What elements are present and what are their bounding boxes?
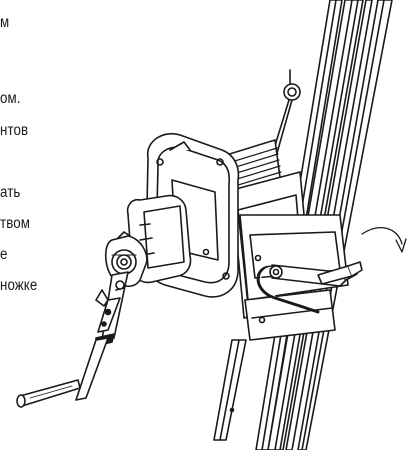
text-line-5: твом [0,215,30,232]
text-line-1: м [0,14,10,31]
rotate-arrow-icon [361,227,407,253]
lower-rail [213,339,247,441]
text-line-3: нтов [0,122,29,139]
text-line-2: ом. [0,90,21,107]
text-line-7: ножке [0,277,38,294]
locking-pin [317,261,363,285]
crank-handle [16,337,109,408]
text-line-6: е [0,246,8,263]
text-line-4: ать [0,184,21,201]
crank-arm [95,271,129,347]
